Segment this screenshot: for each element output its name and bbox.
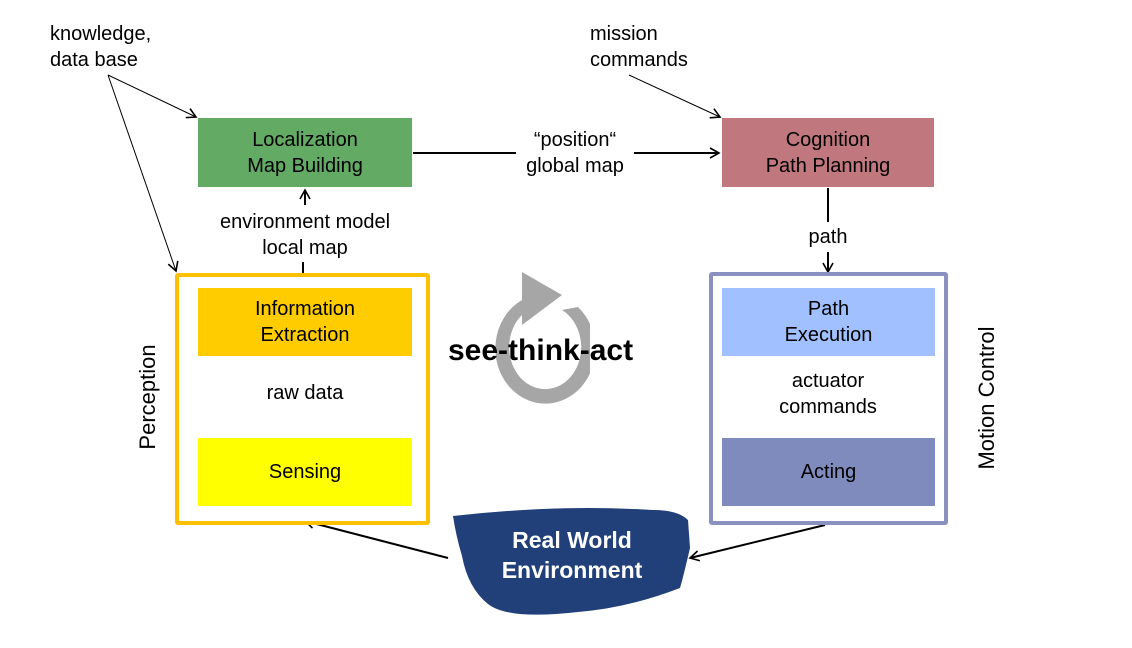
knowledge-database-label: knowledge, data base: [50, 23, 152, 71]
information-extraction-box[interactable]: Information Extraction: [198, 288, 412, 356]
acting-box[interactable]: Acting: [722, 438, 935, 506]
environment-model-label: environment model local map: [219, 211, 391, 259]
see-think-act-title: see-think-act: [448, 334, 634, 367]
cognition-box[interactable]: Cognition Path Planning: [722, 118, 934, 187]
arrow-environment-to-perception: [303, 517, 449, 559]
raw-data-label: raw data: [266, 382, 344, 404]
localization-box[interactable]: Localization Map Building: [198, 118, 412, 187]
mission-commands-label: mission commands: [590, 23, 688, 71]
arrow-knowledge-to-localization: [107, 74, 198, 119]
real-world-environment-label: Real World Environment: [501, 527, 643, 583]
cycle-arrow-icon: [495, 272, 590, 404]
position-global-map-label: “position“ global map: [526, 129, 624, 177]
arrow-knowledge-to-perception: [107, 74, 179, 273]
arrow-mission-to-cognition: [628, 74, 722, 119]
arrow-motion-to-environment: [688, 524, 826, 562]
perception-group-label: Perception: [135, 344, 160, 450]
path-execution-box[interactable]: Path Execution: [722, 288, 935, 356]
path-label: path: [808, 226, 848, 248]
sensing-box[interactable]: Sensing: [198, 438, 412, 506]
actuator-commands-label: actuator commands: [779, 370, 877, 418]
motion-control-group-label: Motion Control: [974, 326, 999, 470]
environment-shape: [453, 508, 690, 615]
